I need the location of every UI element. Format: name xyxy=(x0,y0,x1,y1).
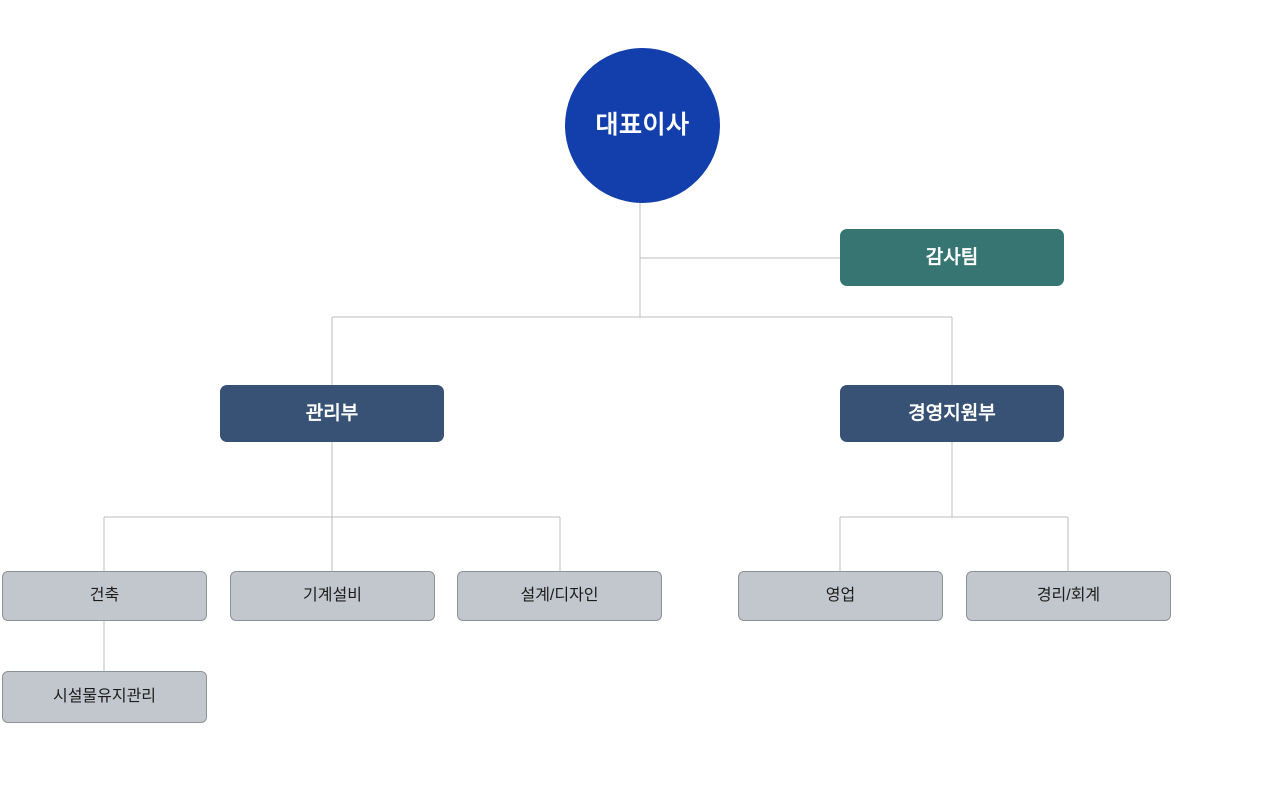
node-management-dept-label: 관리부 xyxy=(305,402,359,424)
node-audit-team[interactable]: 감사팀 xyxy=(840,229,1064,286)
node-team-mechanical-label: 기계설비 xyxy=(303,586,362,604)
node-team-facility-maintenance-label: 시설물유지관리 xyxy=(52,687,157,705)
node-team-mechanical[interactable]: 기계설비 xyxy=(230,571,435,621)
node-support-dept-label: 경영지원부 xyxy=(908,402,996,424)
node-team-architecture-label: 건축 xyxy=(89,586,120,604)
node-team-sales-label: 영업 xyxy=(825,586,856,604)
node-team-facility-maintenance[interactable]: 시설물유지관리 xyxy=(2,671,207,723)
node-team-accounting[interactable]: 경리/회계 xyxy=(966,571,1171,621)
node-team-architecture[interactable]: 건축 xyxy=(2,571,207,621)
node-management-dept[interactable]: 관리부 xyxy=(220,385,444,442)
node-team-design[interactable]: 설계/디자인 xyxy=(457,571,662,621)
node-team-sales[interactable]: 영업 xyxy=(738,571,943,621)
node-support-dept[interactable]: 경영지원부 xyxy=(840,385,1064,442)
node-team-design-label: 설계/디자인 xyxy=(520,586,599,604)
node-ceo[interactable]: 대표이사 xyxy=(565,48,720,203)
node-ceo-label: 대표이사 xyxy=(595,111,690,140)
node-audit-team-label: 감사팀 xyxy=(925,246,979,268)
node-team-accounting-label: 경리/회계 xyxy=(1036,586,1101,604)
